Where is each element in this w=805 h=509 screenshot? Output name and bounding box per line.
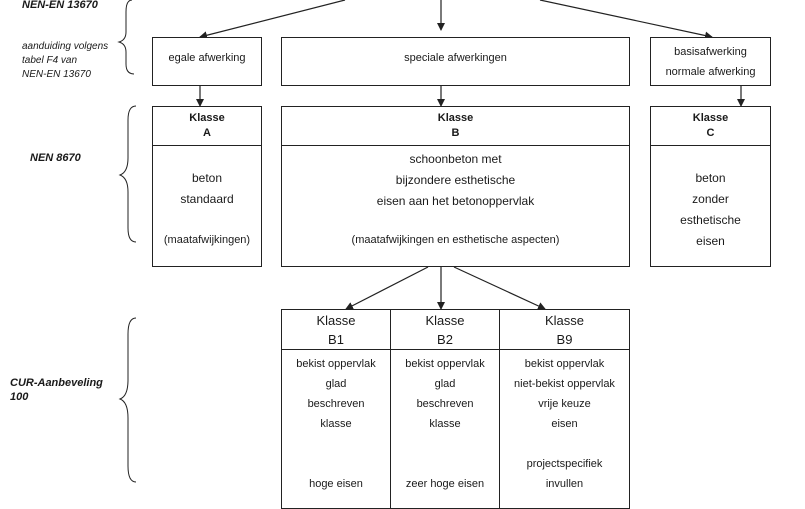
klasse-a-header: Klasse A — [152, 106, 262, 146]
klasse-b2-body: bekist oppervlak glad beschreven klasse … — [390, 349, 500, 509]
klasse-a-body: beton standaard (maatafwijkingen) — [152, 145, 262, 267]
klasse-b9-body-line: vrije keuze — [538, 398, 591, 410]
klasse-b9-code: B9 — [556, 331, 573, 347]
klasse-b1-body-line: glad — [325, 378, 347, 390]
klasse-b9-body-line: eisen — [551, 418, 578, 430]
klasse-c-code: C — [706, 127, 715, 139]
klasse-b1-body-line: bekist oppervlak — [296, 358, 376, 370]
label-aanduiding-line: aanduiding volgens — [22, 41, 109, 52]
klasse-c-body: beton zonder esthetische eisen — [650, 145, 771, 267]
klasse-b1-header: Klasse B1 — [281, 309, 391, 350]
klasse-c-body-line: beton — [695, 171, 726, 185]
speciale-afwerkingen-text: speciale afwerkingen — [404, 51, 507, 64]
klasse-b-note: (maatafwijkingen en esthetische aspecten… — [351, 234, 560, 246]
box-egale-afwerking: egale afwerking — [152, 37, 262, 86]
label-nen-en-13670: NEN-EN 13670 — [22, 0, 98, 11]
klasse-b9-footer-line: projectspecifiek — [526, 458, 603, 470]
label-aanduiding-line: NEN-EN 13670 — [22, 69, 91, 80]
klasse-a-body-line: standaard — [180, 192, 234, 206]
klasse-b1-title: Klasse — [316, 312, 356, 328]
brace-cur — [118, 317, 137, 483]
klasse-b-body-line: bijzondere esthetische — [395, 173, 516, 187]
klasse-c-body-line: esthetische — [680, 213, 741, 227]
label-cur-aanbeveling: CUR-Aanbeveling 100 — [10, 376, 103, 404]
arrow-to-basis — [539, 0, 713, 40]
brace-nen8670 — [118, 105, 137, 243]
klasse-b9-body-line: bekist oppervlak — [524, 358, 605, 370]
klasse-a-code: A — [203, 127, 211, 139]
klasse-b1-footer: hoge eisen — [309, 478, 363, 490]
klasse-b9-title: Klasse — [544, 312, 585, 328]
klasse-b2-title: Klasse — [425, 312, 465, 328]
egale-afwerking-text: egale afwerking — [168, 51, 246, 64]
box-basisafwerking: basisafwerking normale afwerking — [650, 37, 771, 86]
klasse-b2-header: Klasse B2 — [390, 309, 500, 350]
klasse-b-body: schoonbeton met bijzondere esthetische e… — [281, 145, 630, 267]
label-aanduiding: aanduiding volgens tabel F4 van NEN-EN 1… — [22, 40, 108, 82]
basisafwerking-text: basisafwerking — [674, 45, 747, 58]
klasse-b2-code: B2 — [437, 331, 453, 347]
klasse-b9-header: Klasse B9 — [499, 309, 630, 350]
klasse-b2-body-line: bekist oppervlak — [405, 358, 485, 370]
arrow-to-b9 — [453, 266, 546, 310]
klasse-b-body-line: eisen aan het betonoppervlak — [376, 194, 535, 208]
klasse-b-header: Klasse B — [281, 106, 630, 146]
klasse-b2-body-line: beschreven — [416, 398, 474, 410]
klasse-b2-body-line: glad — [434, 378, 456, 390]
brace-nen-en — [117, 0, 135, 75]
klasse-b1-body-line: klasse — [320, 418, 352, 430]
klasse-c-title: Klasse — [692, 112, 729, 124]
label-nen-8670: NEN 8670 — [30, 152, 81, 164]
klasse-b2-body-line: klasse — [429, 418, 461, 430]
klasse-c-body-line: zonder — [692, 192, 729, 206]
klasse-a-body-line: beton — [191, 171, 223, 185]
klasse-b1-body: bekist oppervlak glad beschreven klasse … — [281, 349, 391, 509]
klasse-b1-body-line: beschreven — [307, 398, 365, 410]
label-cur-line: CUR-Aanbeveling — [10, 377, 103, 389]
label-cur-line: 100 — [10, 391, 29, 403]
klasse-b-body-line: schoonbeton met — [409, 152, 502, 166]
klasse-b-title: Klasse — [437, 112, 474, 124]
klasse-b2-footer: zeer hoge eisen — [405, 478, 485, 490]
klasse-b-code: B — [451, 127, 460, 139]
label-aanduiding-line: tabel F4 van — [22, 55, 78, 66]
box-speciale-afwerkingen: speciale afwerkingen — [281, 37, 630, 86]
klasse-b9-body-line: niet-bekist oppervlak — [514, 378, 615, 390]
klasse-b1-code: B1 — [328, 331, 344, 347]
klasse-b9-footer-line: invullen — [545, 478, 584, 490]
klasse-b9-body: bekist oppervlak niet-bekist oppervlak v… — [499, 349, 630, 509]
klasse-c-header: Klasse C — [650, 106, 771, 146]
arrow-to-b1 — [345, 266, 429, 310]
klasse-a-note: (maatafwijkingen) — [163, 234, 251, 246]
arrow-to-egale — [199, 0, 346, 40]
normale-afwerking-text: normale afwerking — [665, 65, 756, 78]
klasse-a-title: Klasse — [189, 112, 225, 124]
klasse-c-body-line: eisen — [696, 234, 725, 248]
